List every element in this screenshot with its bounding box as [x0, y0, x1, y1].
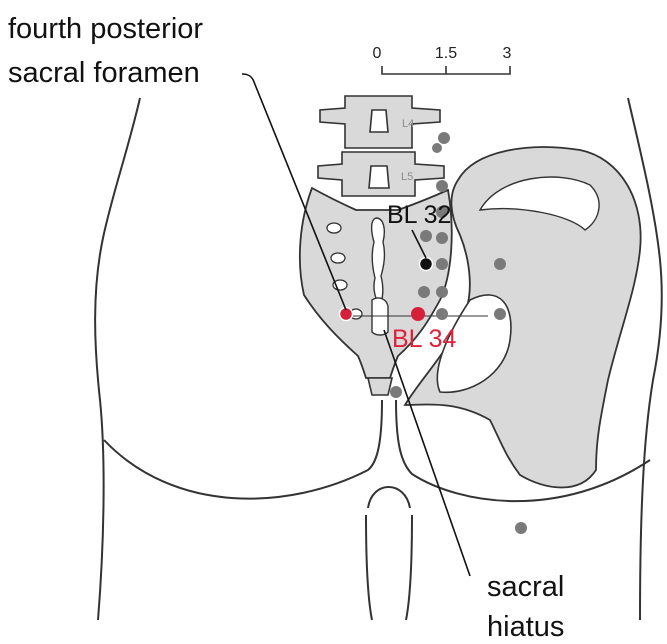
fourth-posterior-label-line2: sacral foramen — [8, 57, 200, 89]
left-flank-line — [95, 98, 140, 620]
acupoint-gray — [438, 132, 450, 144]
scale-tick-0: 0 — [373, 45, 382, 62]
gluteal-curve — [104, 400, 382, 499]
acupoint-gray — [494, 258, 506, 270]
acupoint-gray — [436, 232, 448, 244]
vertebra-l5-label: L5 — [401, 171, 413, 183]
acupoint-gray — [420, 230, 432, 242]
spinous-process-l5 — [369, 166, 389, 188]
vertebra-l4-label: L4 — [402, 118, 414, 130]
scale-bar: 0 1.5 3 — [373, 45, 512, 74]
foramen-2 — [331, 253, 345, 263]
acupoint-gray — [436, 258, 448, 270]
bl34-label: BL 34 — [392, 325, 457, 353]
sacral-hiatus-label-line2: hiatus — [487, 611, 564, 643]
scale-bar-line — [382, 66, 510, 74]
acupoint-gray — [436, 308, 448, 320]
acupoint-gray — [515, 522, 527, 534]
acupoint-gray — [390, 386, 402, 398]
right-flank-line — [628, 98, 662, 620]
acupoint-gray — [494, 308, 506, 320]
bl32-label: BL 32 — [387, 201, 451, 229]
acupoint-gray — [436, 180, 448, 192]
acupoint-gray — [436, 286, 448, 298]
spinous-process-l4 — [370, 110, 388, 132]
acupoint-gray — [432, 143, 442, 153]
lumbar-vertebrae — [318, 96, 444, 196]
acupoint-bl34 — [411, 307, 425, 321]
scale-tick-3: 3 — [503, 45, 512, 62]
scale-tick-1-5: 1.5 — [435, 45, 457, 62]
sacral-hiatus-label-line1: sacral — [487, 571, 564, 603]
gluteal-cleft-bottom — [368, 487, 410, 508]
gluteal-cleft-right — [406, 515, 412, 620]
coccyx — [368, 378, 392, 395]
acupoint-bl32 — [420, 258, 433, 271]
gluteal-cleft-left — [366, 515, 372, 620]
fourth-posterior-label-line1: fourth posterior — [8, 13, 203, 45]
acupoint-gray — [418, 286, 430, 298]
foramen-1 — [327, 223, 341, 233]
